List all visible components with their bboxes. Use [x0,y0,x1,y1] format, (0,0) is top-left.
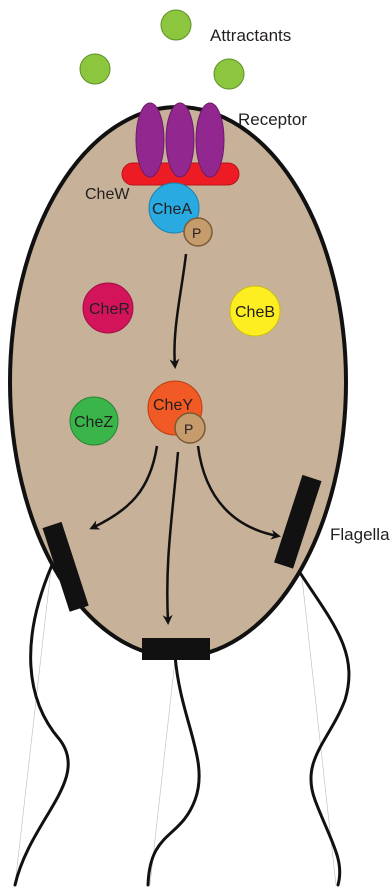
receptor [166,103,194,177]
receptor-group [136,103,224,177]
chey-phosphate-label: P [184,421,193,437]
receptor [136,103,164,177]
receptor-label: Receptor [238,110,307,129]
attractant-molecules [80,10,244,89]
cher-label: CheR [89,301,130,318]
attractant-molecule [214,59,244,89]
attractant-molecule [161,10,191,40]
chew-label: CheW [85,186,130,203]
receptor [196,103,224,177]
chey-label: CheY [153,397,193,414]
flagella-label: Flagella [330,525,390,544]
chea-label: CheA [152,201,192,218]
flagellum-left [15,565,68,885]
attractants-label: Attractants [210,26,291,45]
flagellar-motor-bottom [142,638,210,660]
flagellum-bottom [148,655,199,885]
cheb-label: CheB [235,304,275,321]
chez-label: CheZ [74,414,113,431]
flagellum-right [295,565,349,885]
attractant-molecule [80,54,110,84]
chea-phosphate-label: P [192,225,201,241]
